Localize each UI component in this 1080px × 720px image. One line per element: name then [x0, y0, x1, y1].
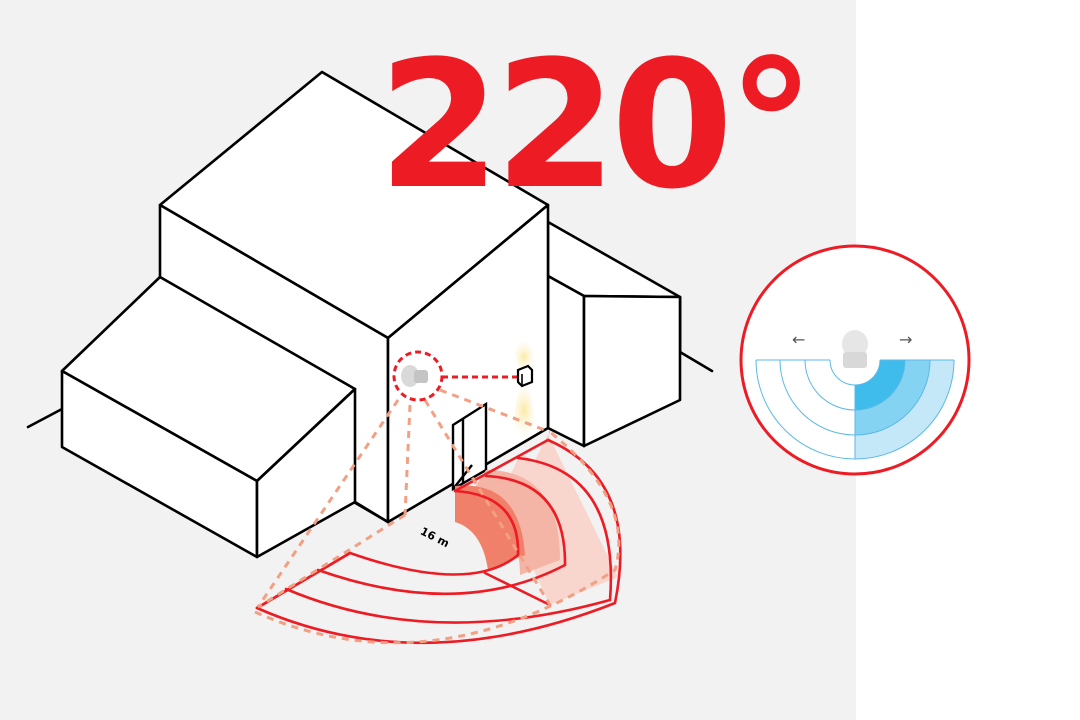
detection-zone [455, 434, 618, 605]
inset-right-arrow: → [899, 330, 913, 349]
ground-line-right [678, 350, 714, 373]
inset-left-arrow: ← [792, 330, 806, 349]
inset-sensor-icon [842, 330, 868, 368]
distance-label: 16 m [418, 525, 451, 550]
main-front-right-wall [386, 203, 550, 524]
angle-headline: 220° [378, 23, 815, 228]
detection-arcs [255, 438, 622, 645]
wall-lamp-icon [516, 364, 534, 388]
motion-sensor-icon [392, 350, 518, 402]
range-dashed-lines [254, 388, 621, 645]
ground-line-left [26, 407, 64, 429]
inset-top-view [739, 244, 971, 476]
